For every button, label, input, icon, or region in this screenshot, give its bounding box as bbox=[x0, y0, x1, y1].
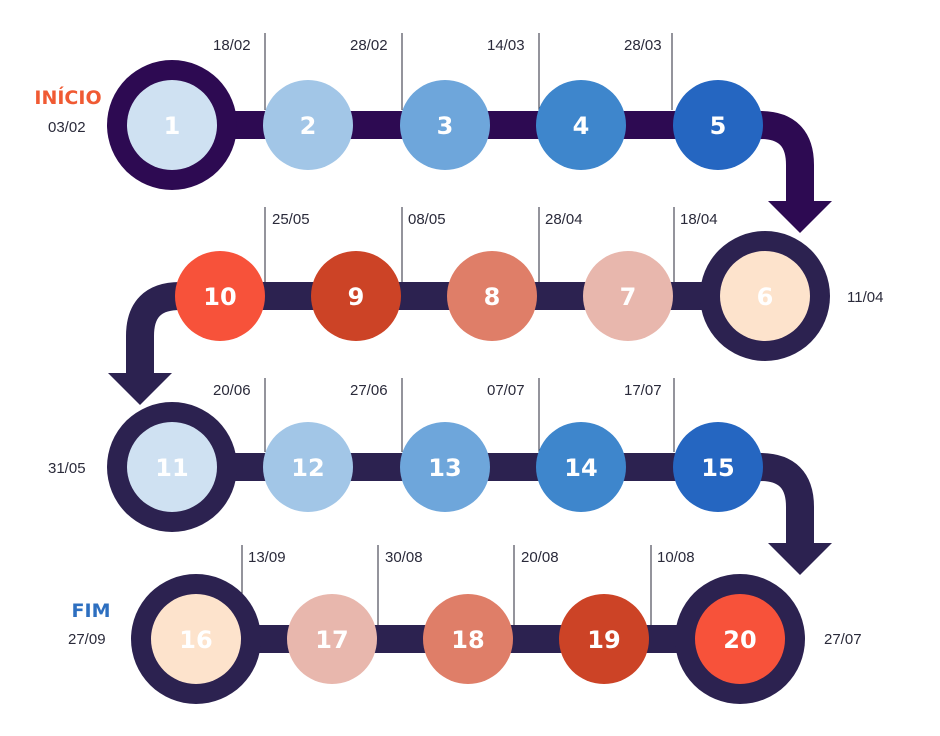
milestone-19-circle bbox=[559, 594, 649, 684]
milestone-11-circle bbox=[127, 422, 217, 512]
milestone-17-date: 10/08 bbox=[657, 549, 695, 566]
milestone-18-date: 20/08 bbox=[521, 549, 559, 566]
milestone-13-date: 27/06 bbox=[350, 382, 388, 399]
milestone-12-circle bbox=[263, 422, 353, 512]
milestone-5-circle bbox=[673, 80, 763, 170]
milestone-2-date: 18/02 bbox=[213, 37, 251, 54]
start-label: INÍCIO bbox=[34, 86, 101, 109]
end-date: 27/09 bbox=[68, 631, 106, 648]
milestone-12-number: 12 bbox=[291, 454, 324, 482]
milestone-15-date: 17/07 bbox=[624, 382, 662, 399]
milestone-8-number: 8 bbox=[484, 283, 501, 311]
milestone-20-date: 13/09 bbox=[248, 549, 286, 566]
milestone-9-date: 08/05 bbox=[408, 211, 446, 228]
tracks bbox=[172, 111, 765, 653]
milestone-1-number: 1 bbox=[164, 112, 181, 140]
milestone-15-circle bbox=[673, 422, 763, 512]
milestone-10-circle bbox=[175, 251, 265, 341]
milestone-10-date: 25/05 bbox=[272, 211, 310, 228]
milestone-5-date: 28/03 bbox=[624, 37, 662, 54]
connector-15-to-16-arrowhead bbox=[768, 543, 832, 575]
milestone-6-number: 6 bbox=[757, 283, 774, 311]
milestone-5-number: 5 bbox=[710, 112, 727, 140]
milestone-9-circle bbox=[311, 251, 401, 341]
milestone-3-date: 28/02 bbox=[350, 37, 388, 54]
milestone-14-date: 07/07 bbox=[487, 382, 525, 399]
milestone-11-date: 31/05 bbox=[48, 460, 86, 477]
milestone-20-circle bbox=[695, 594, 785, 684]
date-labels: 03/02 18/02 28/02 14/03 28/03 11/04 18/04 28/04… bbox=[48, 37, 883, 648]
milestone-15-number: 15 bbox=[701, 454, 734, 482]
milestone-9-number: 9 bbox=[348, 283, 365, 311]
milestone-19-number: 19 bbox=[587, 626, 620, 654]
milestone-13-number: 13 bbox=[428, 454, 461, 482]
milestone-16-date: 27/07 bbox=[824, 631, 862, 648]
milestone-2-number: 2 bbox=[300, 112, 317, 140]
milestone-16-number: 16 bbox=[179, 626, 212, 654]
milestone-6-circle bbox=[720, 251, 810, 341]
milestone-6-date: 11/04 bbox=[847, 289, 883, 306]
milestone-1-circle bbox=[127, 80, 217, 170]
milestone-1-date: 03/02 bbox=[48, 119, 86, 136]
milestone-18-circle bbox=[423, 594, 513, 684]
milestone-8-date: 28/04 bbox=[545, 211, 583, 228]
milestone-4-circle bbox=[536, 80, 626, 170]
milestone-4-number: 4 bbox=[573, 112, 590, 140]
milestone-20-number: 20 bbox=[723, 626, 756, 654]
date-leader-lines bbox=[241, 33, 675, 625]
milestone-11-number: 11 bbox=[155, 454, 188, 482]
milestone-3-number: 3 bbox=[437, 112, 454, 140]
milestone-4-date: 14/03 bbox=[487, 37, 525, 54]
connector-1-to-6-arrowhead bbox=[768, 201, 832, 233]
milestone-17-number: 17 bbox=[315, 626, 348, 654]
milestone-14-number: 14 bbox=[564, 454, 597, 482]
milestone-7-date: 18/04 bbox=[680, 211, 718, 228]
milestone-10-number: 10 bbox=[203, 283, 236, 311]
milestone-2-circle bbox=[263, 80, 353, 170]
milestone-13-circle bbox=[400, 422, 490, 512]
milestone-18-number: 18 bbox=[451, 626, 484, 654]
milestone-12-date: 20/06 bbox=[213, 382, 251, 399]
end-label: FIM bbox=[72, 600, 111, 622]
milestone-19-date: 30/08 bbox=[385, 549, 423, 566]
milestone-7-number: 7 bbox=[620, 283, 637, 311]
connector-10-to-11-arrowhead bbox=[108, 373, 172, 405]
milestone-14-circle bbox=[536, 422, 626, 512]
milestone-17-circle bbox=[287, 594, 377, 684]
milestone-16-circle bbox=[151, 594, 241, 684]
milestone-7-circle bbox=[583, 251, 673, 341]
milestone-8-circle bbox=[447, 251, 537, 341]
milestone-3-circle bbox=[400, 80, 490, 170]
